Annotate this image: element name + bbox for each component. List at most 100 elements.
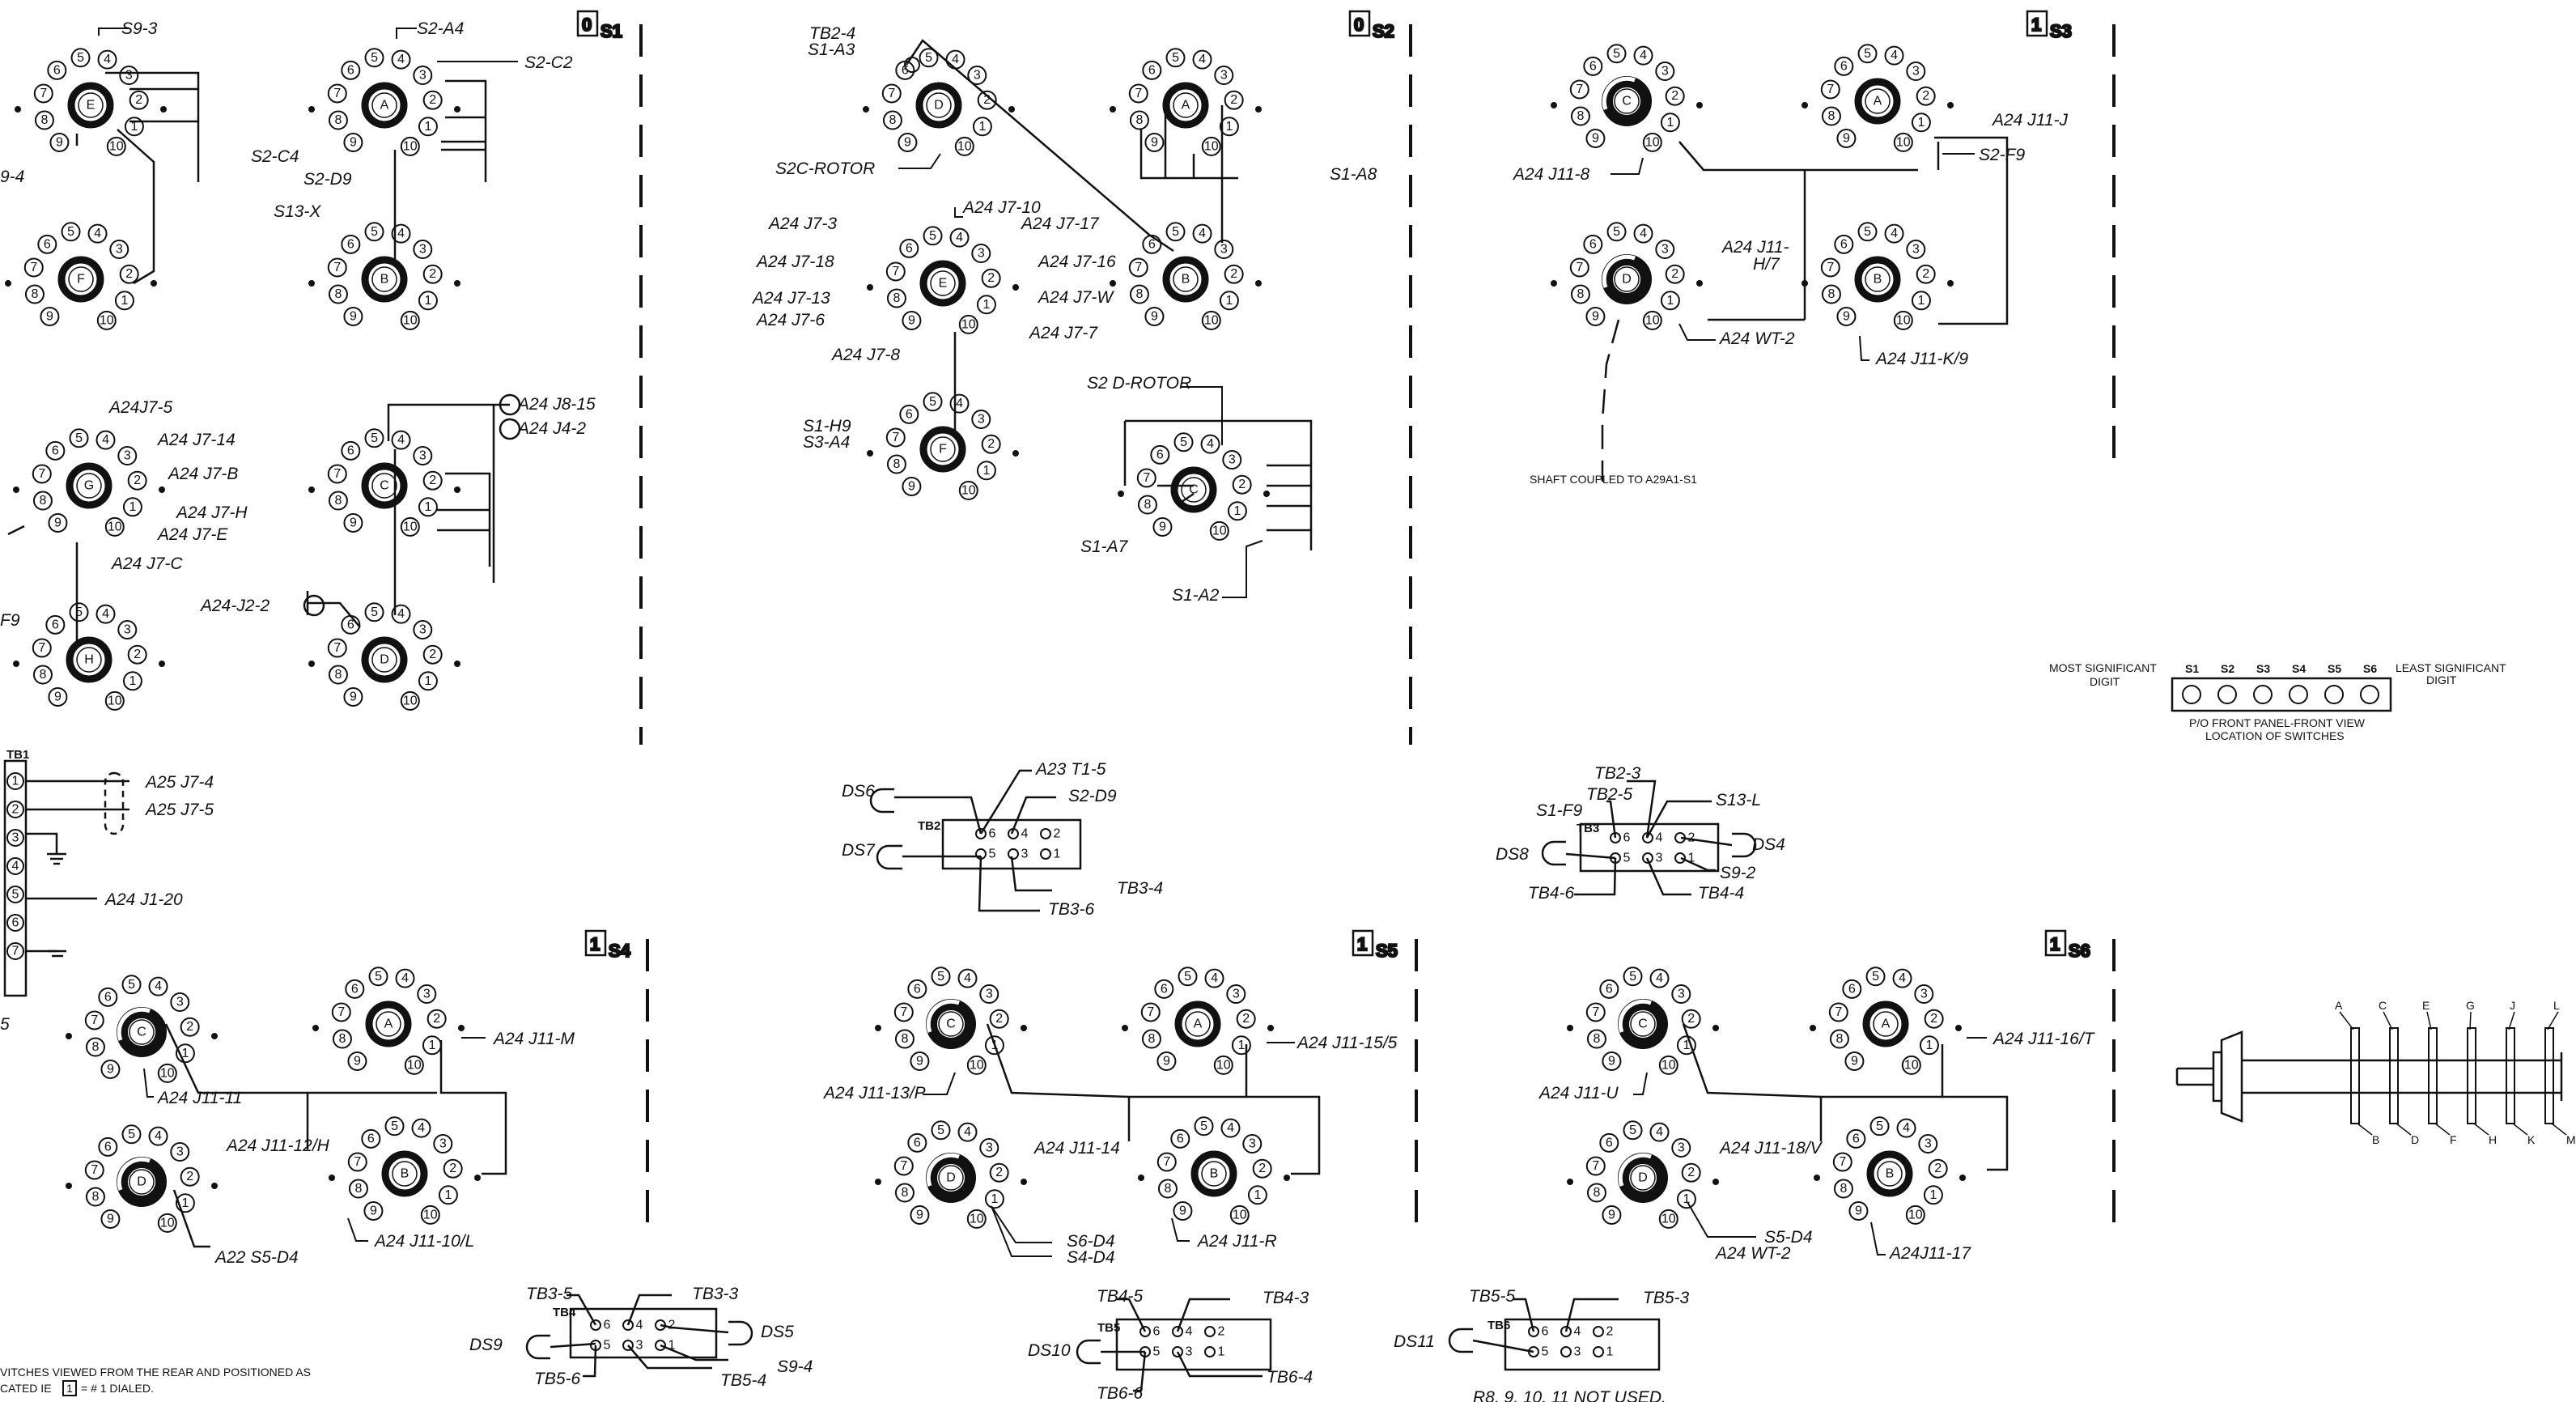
svg-text:A24 J11-R: A24 J11-R — [1196, 1232, 1277, 1251]
rotor-gap — [1618, 1153, 1652, 1187]
position-number: 3 — [116, 243, 123, 257]
position-number: 9 — [56, 135, 63, 149]
position-contact — [1570, 106, 1590, 126]
position-number: 9 — [54, 690, 62, 703]
position-contact — [331, 1002, 351, 1022]
svg-text:S6-D4: S6-D4 — [1067, 1232, 1115, 1251]
position-contact — [1671, 984, 1691, 1005]
shaft-wafer-letter: M — [2566, 1133, 2576, 1146]
position-contact — [1665, 264, 1685, 284]
position-number: 9 — [350, 690, 357, 703]
position-number: 4 — [397, 53, 405, 66]
position-contact — [84, 1160, 104, 1180]
rotor-hub — [1630, 1165, 1656, 1191]
svg-text:TB3-6: TB3-6 — [1048, 900, 1095, 919]
position-contact — [958, 480, 978, 500]
rotor-hub — [371, 92, 397, 118]
rotor-ring — [361, 82, 408, 129]
svg-text:TB6-6: TB6-6 — [1097, 1384, 1144, 1402]
legend-switch-knob — [2182, 685, 2201, 704]
position-number: 6 — [351, 982, 359, 996]
svg-text:S1-F9: S1-F9 — [1536, 801, 1583, 820]
svg-text:S2-F9: S2-F9 — [1979, 146, 2026, 164]
rotor-ring — [361, 462, 408, 509]
position-number: 2 — [429, 474, 436, 487]
svg-text:S13-L: S13-L — [1716, 791, 1761, 809]
terminal-number: 1 — [1688, 852, 1695, 865]
terminal — [1172, 1346, 1183, 1357]
rotor-ring — [1162, 82, 1209, 129]
position-number: 7 — [354, 1155, 361, 1169]
position-contact — [1655, 240, 1675, 260]
position-contact — [422, 644, 443, 665]
position-contact — [400, 690, 420, 711]
position-number: 6 — [1148, 237, 1156, 251]
position-number: 3 — [978, 413, 985, 427]
shaft-wafer-letter: F — [2450, 1133, 2457, 1146]
position-contact — [1236, 1009, 1256, 1029]
rotor-ring — [926, 999, 976, 1049]
position-contact — [45, 440, 66, 461]
position-contact — [69, 602, 89, 622]
shaft-wafer-letter: G — [2466, 999, 2475, 1012]
position-number: 9 — [1159, 520, 1166, 533]
position-contact — [1923, 1185, 1943, 1205]
terminal-dot — [1567, 1025, 1573, 1031]
svg-text:S5: S5 — [1376, 941, 1398, 961]
shaft-wafer-letter: K — [2527, 1133, 2536, 1146]
rotor-ring — [915, 82, 962, 129]
position-contact — [328, 110, 348, 130]
shaft-wafer — [2467, 1027, 2476, 1124]
rotor-hub — [1181, 477, 1207, 503]
legend-switch-knob — [2324, 685, 2344, 704]
svg-text:9-4: 9-4 — [0, 168, 24, 186]
position-contact — [122, 497, 142, 517]
terminal-number: 3 — [636, 1339, 643, 1353]
position-number: 4 — [956, 231, 963, 244]
position-contact — [1884, 223, 1904, 244]
position-contact — [1928, 1158, 1948, 1179]
position-contact — [347, 1051, 367, 1071]
terminal-dot — [1255, 106, 1262, 113]
position-contact — [87, 223, 108, 244]
position-number: 1 — [424, 674, 431, 688]
position-number: 3 — [986, 988, 993, 1001]
position-number: 6 — [1840, 237, 1848, 251]
position-number: 8 — [1593, 1032, 1600, 1046]
terminal-number: 1 — [1218, 1345, 1225, 1359]
position-contact — [893, 1002, 914, 1022]
terminal-dot — [15, 106, 21, 113]
rotor-gap — [1618, 999, 1652, 1033]
position-contact — [85, 1187, 105, 1207]
position-contact — [971, 244, 991, 264]
svg-text:S1-A2: S1-A2 — [1172, 586, 1220, 605]
position-number: 4 — [1656, 971, 1663, 985]
legend-switch-label: S1 — [2185, 662, 2199, 675]
svg-text:TB6-4: TB6-4 — [1267, 1368, 1313, 1387]
position-number: 8 — [1135, 287, 1143, 301]
position-contact — [413, 66, 433, 86]
terminal-dot — [458, 1025, 465, 1031]
position-contact — [886, 454, 906, 474]
position-number: 3 — [176, 996, 184, 1009]
svg-text:A24 J11-: A24 J11- — [1721, 238, 1789, 257]
svg-text:A24 J11-14: A24 J11-14 — [1033, 1139, 1120, 1158]
position-contact — [420, 1204, 440, 1225]
position-number: 5 — [1864, 225, 1871, 239]
position-contact — [1570, 284, 1590, 304]
position-contact — [443, 1158, 463, 1179]
position-number: 7 — [1827, 261, 1834, 274]
terminal-dot — [1012, 450, 1019, 457]
position-contact — [1623, 1120, 1643, 1141]
tb1-terminal-number: 7 — [12, 945, 19, 958]
terminal — [655, 1319, 666, 1331]
position-number: 3 — [974, 69, 981, 83]
position-contact — [48, 686, 68, 707]
